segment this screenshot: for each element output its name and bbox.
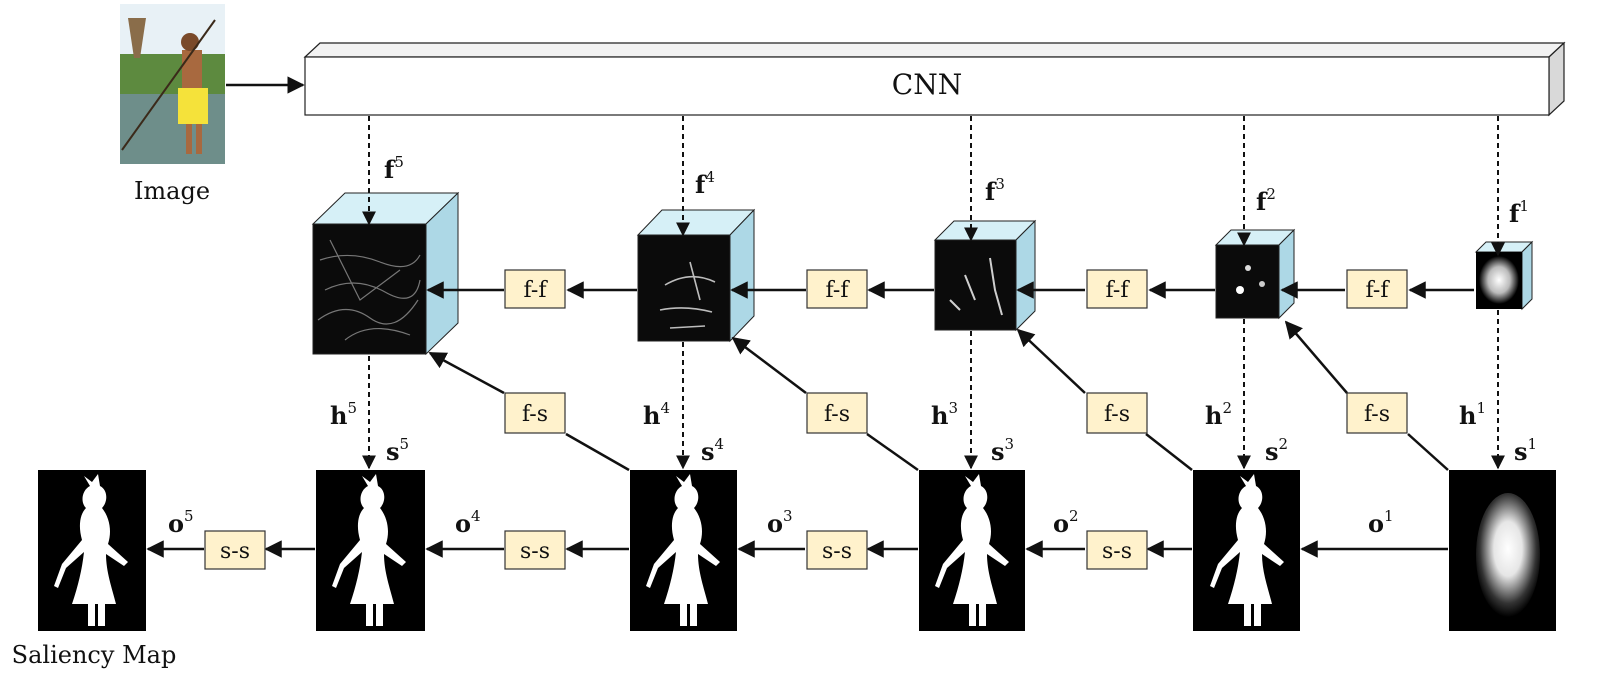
svg-text:f-f: f-f <box>524 278 549 303</box>
label-o2: o2 <box>1053 507 1079 538</box>
saliency-map-s5 <box>316 470 425 631</box>
label-o3: o3 <box>767 507 793 538</box>
input-image <box>120 4 225 164</box>
cnn-label: CNN <box>892 68 962 101</box>
final-saliency-map <box>38 470 146 631</box>
cnn-backbone: CNN <box>303 41 1566 117</box>
svg-text:f-s: f-s <box>522 402 548 427</box>
feature-cube-f1 <box>1474 240 1534 311</box>
svg-text:s-s: s-s <box>1102 539 1132 564</box>
label-o4: o4 <box>455 507 481 538</box>
label-s1: s1 <box>1514 435 1537 466</box>
feature-cube-f4 <box>636 208 756 343</box>
saliency-map-s2 <box>1193 470 1300 631</box>
dashed-connections <box>362 116 1505 470</box>
feature-cube-f3 <box>933 219 1037 332</box>
label-h3: h3 <box>931 399 958 430</box>
label-f5: f5 <box>384 153 404 184</box>
label-f1: f1 <box>1509 197 1529 228</box>
solid-connections <box>146 281 1474 558</box>
label-f4: f4 <box>695 168 715 199</box>
svg-text:s-s: s-s <box>822 539 852 564</box>
saliency-map-s3 <box>919 470 1025 631</box>
label-f2: f2 <box>1256 185 1276 216</box>
module-fs-1: f-s <box>1346 392 1408 434</box>
module-ss-2: s-s <box>806 530 868 570</box>
module-ss-4: s-s <box>204 530 266 570</box>
input-caption: Image <box>134 177 210 205</box>
feature-cube-f5 <box>311 191 460 356</box>
label-h1: h1 <box>1459 399 1486 430</box>
module-ff-1: f-f <box>1346 269 1408 309</box>
label-s4: s4 <box>701 435 724 466</box>
saliency-map-s4 <box>630 470 737 631</box>
saliency-map-s1 <box>1449 470 1556 631</box>
module-ss-3: s-s <box>504 530 566 570</box>
module-ss-1: s-s <box>1086 530 1148 570</box>
module-ff-3: f-f <box>806 269 868 309</box>
svg-text:f-f: f-f <box>1106 278 1131 303</box>
module-fs-2: f-s <box>1086 392 1148 434</box>
label-h5: h5 <box>330 399 357 430</box>
label-f3: f3 <box>985 175 1005 206</box>
svg-text:f-s: f-s <box>824 402 850 427</box>
svg-text:f-s: f-s <box>1364 402 1390 427</box>
label-o5: o5 <box>168 507 194 538</box>
feature-cube-f2 <box>1214 228 1296 320</box>
output-caption: Saliency Map <box>12 641 177 669</box>
module-fs-4: f-s <box>504 392 566 434</box>
module-ff-4: f-f <box>504 269 566 309</box>
svg-text:f-f: f-f <box>1366 278 1391 303</box>
label-h4: h4 <box>643 399 670 430</box>
label-s3: s3 <box>991 435 1014 466</box>
label-h2: h2 <box>1205 399 1232 430</box>
svg-text:s-s: s-s <box>520 539 550 564</box>
module-ff-2: f-f <box>1086 269 1148 309</box>
label-s5: s5 <box>386 435 409 466</box>
svg-text:f-f: f-f <box>826 278 851 303</box>
svg-text:f-s: f-s <box>1104 402 1130 427</box>
label-s2: s2 <box>1265 435 1288 466</box>
svg-text:s-s: s-s <box>220 539 250 564</box>
label-o1: o1 <box>1368 507 1394 538</box>
module-fs-3: f-s <box>806 392 868 434</box>
